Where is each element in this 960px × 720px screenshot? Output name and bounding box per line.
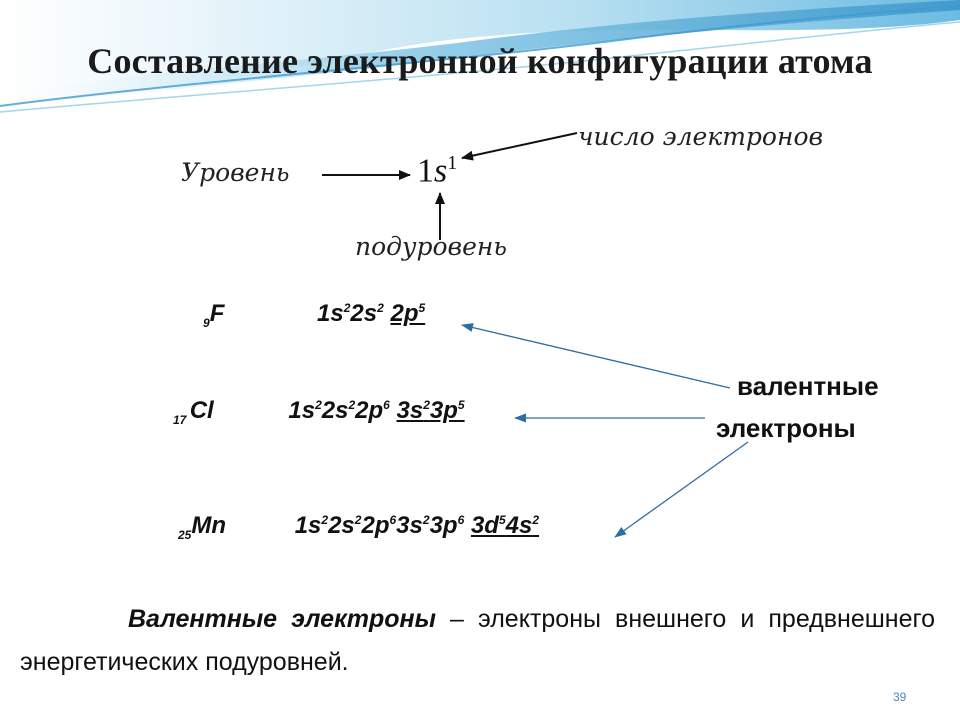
definition-term: Валентные электроны [128, 605, 436, 633]
orbital: 2s2 [322, 397, 355, 424]
orbital-electron-count: 6 [457, 513, 465, 527]
sublevel-label: подуровень [355, 232, 507, 261]
valence-label-line2: электроны [716, 413, 856, 443]
level-label: Уровень [181, 158, 290, 187]
formula-sup: 1 [447, 152, 458, 174]
orbital-electron-count: 5 [457, 398, 465, 412]
notation-diagram: Уровень 1s1 число электронов подуровень [173, 100, 845, 282]
orbital-label: 1s [288, 397, 316, 424]
atomic-number: 17 [173, 412, 190, 427]
electron-configuration: 1s22s22p6 3s23p5 [288, 397, 464, 424]
formula-main: 1 [417, 152, 434, 190]
atomic-number: 25 [178, 527, 192, 542]
valence-arrow-f [461, 323, 731, 389]
orbital-label: 2s [321, 397, 349, 424]
orbital-label: 2p [390, 300, 419, 327]
orbital [464, 512, 471, 539]
orbital-label: 2p [361, 512, 390, 539]
orbital-label: 3p [429, 512, 458, 539]
valence-label-line1: валентные [737, 371, 879, 401]
orbital-electron-count: 6 [389, 513, 397, 527]
example-row-mn: 25Mn 1s22s22p63s23p6 3d54s2 [178, 512, 539, 542]
orbital: 1s2 [317, 300, 350, 327]
orbital-electron-count: 2 [423, 398, 430, 412]
valence-orbital: 3p5 [430, 397, 465, 424]
electron-configuration: 1s22s22p63s23p6 3d54s2 [295, 512, 539, 539]
atomic-number: 9 [203, 315, 210, 330]
formula-s: s [434, 152, 448, 190]
valence-orbital: 3d5 [471, 512, 506, 539]
orbital-label: 3d [470, 512, 499, 539]
orbital: 3s2 [396, 512, 429, 539]
orbital-electron-count: 2 [315, 398, 322, 412]
example-row-f: 9F 1s22s2 2p5 [203, 300, 425, 330]
orbital-electron-count: 2 [422, 513, 430, 527]
orbital-label: 3p [429, 397, 458, 424]
electrons-count-label: число электронов [578, 122, 824, 151]
formula-1s1: 1s1 [417, 152, 457, 190]
orbital-label: 3s [396, 397, 424, 424]
element-symbol: F [209, 300, 225, 327]
orbital-electron-count: 2 [321, 513, 329, 527]
orbital-label: 2s [328, 512, 355, 539]
orbital-label [464, 512, 471, 539]
example-row-cl: 17 Cl 1s22s22p6 3s23p5 [173, 397, 465, 427]
orbital-label: 1s [294, 512, 322, 539]
orbital-label: 4s [505, 512, 533, 539]
orbital-label: 1s [317, 300, 344, 327]
orbital [390, 397, 397, 424]
orbital-label: 2s [350, 300, 378, 327]
element-symbol: Mn [191, 512, 227, 539]
orbital-electron-count: 2 [354, 513, 362, 527]
electron-configuration: 1s22s2 2p5 [317, 300, 425, 327]
header-wave-decoration [0, 0, 960, 113]
orbital: 1s2 [295, 512, 328, 539]
valence-arrow-mn [614, 441, 749, 538]
slide-title: Составление электронной конфигурации ато… [87, 41, 873, 81]
definition-paragraph: Валентные электроны – электроны внешнего… [20, 598, 935, 684]
definition-text: – электроны внешнего и предвнешнего энер… [20, 605, 935, 676]
valence-orbital: 2p5 [390, 300, 425, 327]
page-number: 39 [893, 690, 907, 704]
orbital: 2s2 [350, 300, 383, 327]
valence-orbital: 3s2 [397, 397, 430, 424]
orbital: 2s2 [328, 512, 361, 539]
orbital-electron-count: 5 [418, 301, 426, 315]
orbital: 2p6 [361, 512, 396, 539]
orbital-label: 3s [396, 512, 423, 539]
orbital-electron-count: 5 [498, 513, 506, 527]
orbital: 1s2 [288, 397, 321, 424]
element-symbol: Cl [189, 397, 214, 424]
orbital-electron-count: 6 [383, 398, 390, 412]
orbital-electron-count: 2 [532, 513, 540, 527]
orbital-electron-count: 2 [343, 301, 351, 315]
orbital: 2p6 [355, 397, 390, 424]
orbital-electron-count: 2 [377, 301, 384, 315]
orbital: 3p6 [430, 512, 465, 539]
orbital-label [390, 397, 397, 424]
orbital-electron-count: 2 [348, 398, 356, 412]
valence-orbital: 4s2 [506, 512, 539, 539]
orbital-label: 2p [355, 397, 384, 424]
